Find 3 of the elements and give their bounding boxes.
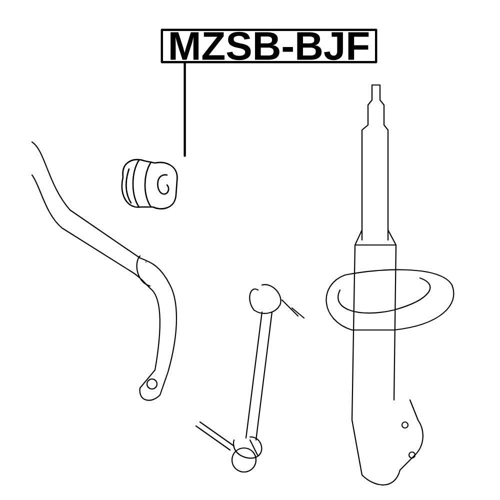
leader-line <box>184 62 186 157</box>
bushing-drawing <box>121 158 178 210</box>
part-number-box: MZSB-BJF <box>160 28 378 64</box>
